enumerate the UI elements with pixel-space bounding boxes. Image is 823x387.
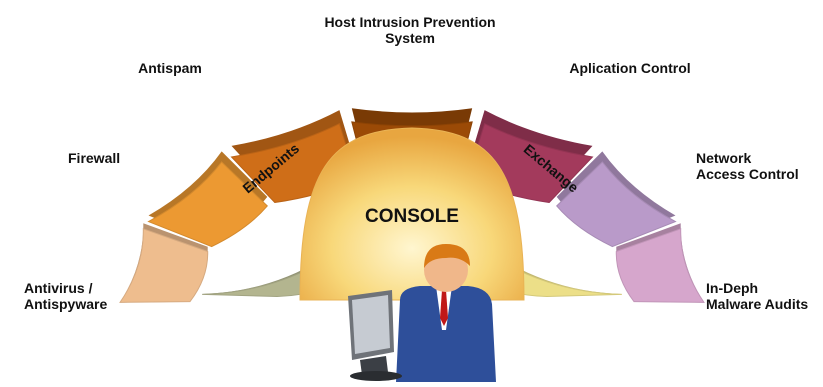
label-line: Malware Audits bbox=[706, 296, 809, 312]
label-application-control: Aplication Control bbox=[550, 60, 710, 76]
segment-malware bbox=[615, 228, 705, 303]
label-line: Network bbox=[696, 150, 752, 166]
label-firewall: Firewall bbox=[68, 150, 120, 166]
label-line: Firewall bbox=[68, 150, 121, 166]
label-line: Host Intrusion Prevention bbox=[324, 14, 496, 30]
label-line: Aplication Control bbox=[569, 60, 691, 76]
segment-firewall bbox=[147, 161, 268, 248]
label-antivirus-antispyware: Antivirus /Antispyware bbox=[24, 280, 107, 312]
label-line: Antivirus / bbox=[24, 280, 93, 296]
computer-monitor-icon bbox=[348, 290, 402, 381]
label-line: Antispyware bbox=[24, 296, 108, 312]
user-icon bbox=[396, 244, 496, 382]
label-antispam: Antispam bbox=[120, 60, 220, 76]
segment-nac bbox=[556, 161, 677, 248]
label-line: Access Control bbox=[696, 166, 799, 182]
label-line: In-Deph bbox=[706, 280, 759, 296]
console-label: CONSOLE bbox=[365, 206, 459, 227]
segment-antivirus bbox=[119, 228, 209, 303]
label-line: Antispam bbox=[138, 60, 202, 76]
label-line: System bbox=[385, 30, 435, 46]
